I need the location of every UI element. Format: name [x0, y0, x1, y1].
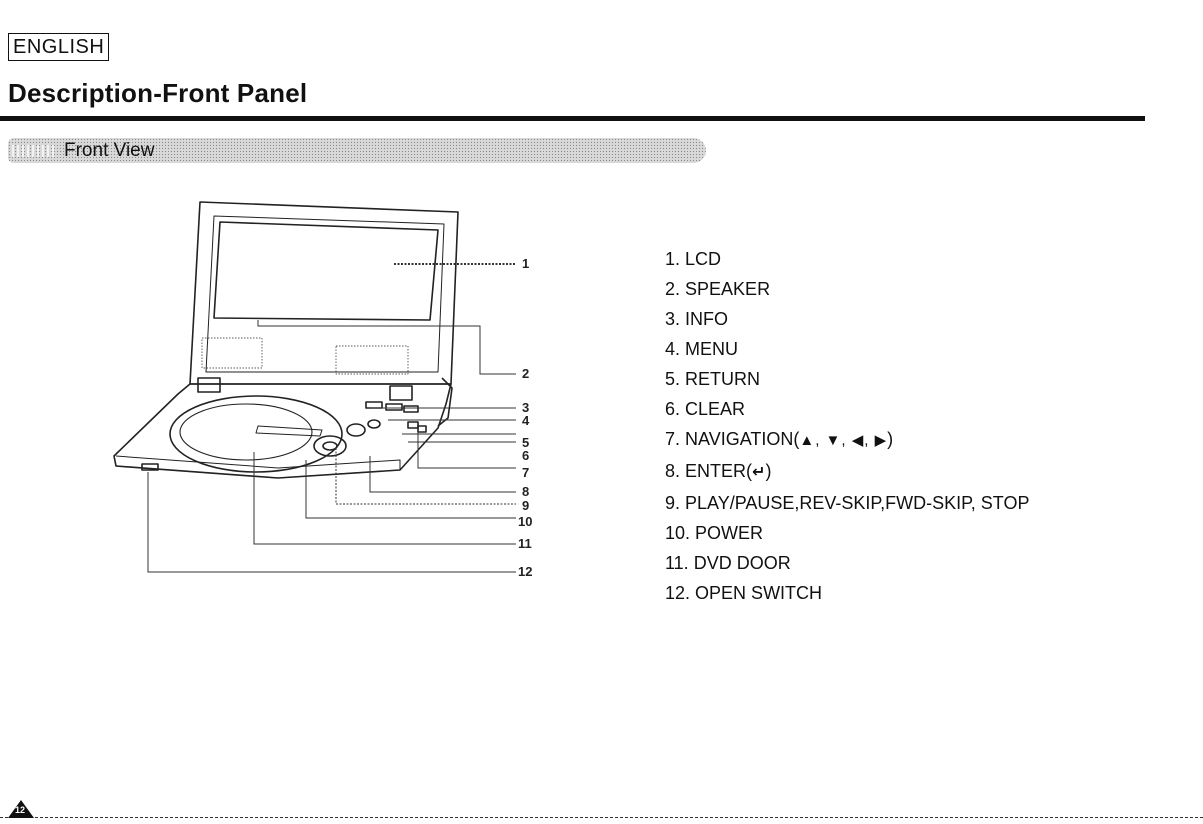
list-item: 2. SPEAKER [665, 274, 1029, 304]
speaker-grille-right [336, 346, 408, 374]
page-number: 12 [15, 805, 25, 815]
enter-icon: ↵ [752, 464, 765, 481]
callout-number: 4 [522, 413, 530, 428]
callout-number: 9 [522, 498, 529, 513]
callout-number: 10 [518, 514, 532, 529]
page-title: Description-Front Panel [8, 78, 307, 109]
footer-rule [0, 817, 1203, 818]
list-item: 8. ENTER(↵) [665, 456, 1029, 488]
dvd-door [170, 396, 342, 472]
list-item: 7. NAVIGATION(▲, ▼, ◀, ▶) [665, 424, 1029, 456]
parts-list: 1. LCD 2. SPEAKER 3. INFO 4. MENU 5. RET… [665, 244, 1029, 608]
page-number-badge: 12 [6, 799, 36, 819]
callout-number: 12 [518, 564, 532, 579]
callout-numbers: 1 2 3 4 5 6 7 8 9 10 11 12 [518, 256, 532, 579]
callout-number: 1 [522, 256, 529, 271]
lcd-screen [214, 222, 438, 320]
callout-number: 2 [522, 366, 529, 381]
list-item: 11. DVD DOOR [665, 548, 1029, 578]
section-heading: Front View [64, 140, 154, 162]
callout-number: 6 [522, 448, 529, 463]
speaker-grille-left [202, 338, 262, 368]
list-item: 5. RETURN [665, 364, 1029, 394]
list-item: 6. CLEAR [665, 394, 1029, 424]
list-item: 1. LCD [665, 244, 1029, 274]
language-label: ENGLISH [8, 33, 109, 61]
list-item: 12. OPEN SWITCH [665, 578, 1029, 608]
navigation-arrow-icons: ▲, ▼, ◀, ▶ [799, 432, 887, 449]
list-item: 3. INFO [665, 304, 1029, 334]
dvd-player-illustration: 1 2 3 4 5 6 7 8 9 10 11 12 [108, 198, 548, 588]
callout-number: 7 [522, 465, 529, 480]
callout-number: 8 [522, 484, 529, 499]
list-item: 4. MENU [665, 334, 1029, 364]
list-item: 9. PLAY/PAUSE,REV-SKIP,FWD-SKIP, STOP [665, 488, 1029, 518]
list-item: 10. POWER [665, 518, 1029, 548]
title-rule [0, 116, 1145, 121]
callout-number: 11 [518, 536, 532, 551]
